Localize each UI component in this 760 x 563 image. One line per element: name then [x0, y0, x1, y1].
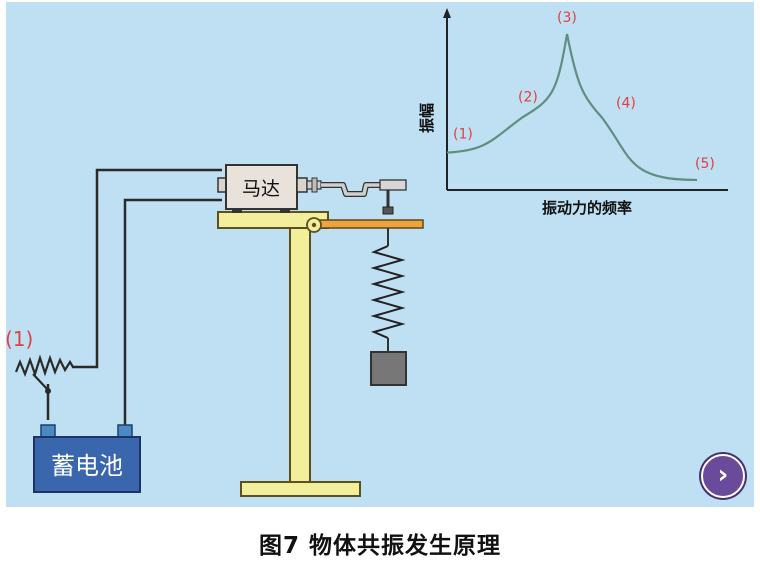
battery-terminal-left: [40, 424, 56, 438]
motor-label: 马达: [242, 178, 280, 200]
crank-mechanism: [306, 177, 407, 215]
variable-resistor: (1): [5, 327, 74, 394]
lever-pivot-pin: [311, 222, 317, 228]
y-axis-arrow: [443, 8, 451, 18]
y-axis-label: 振幅: [418, 103, 436, 133]
motor-back-cap: [217, 177, 227, 193]
figure-caption: 图7 物体共振发生原理: [258, 533, 501, 559]
stand: [217, 211, 361, 497]
curve-point-label: (4): [616, 96, 636, 112]
spring-coil: [370, 245, 406, 339]
motor-foot-left: [232, 209, 242, 213]
rod-nut: [382, 206, 394, 215]
crank-rod: [321, 183, 380, 196]
lever-arm: [306, 217, 424, 233]
circuit-wires: [46, 168, 222, 432]
hanging-mass: [370, 351, 407, 386]
curve-point-labels: (1) (2) (3) (4) (5): [453, 10, 715, 172]
motor-foot-right: [280, 209, 290, 213]
stand-post: [289, 227, 311, 483]
battery: 蓄电池: [33, 424, 141, 493]
resonance-chart: 振幅 振动力的频率 (1) (2) (3) (4) (5): [418, 8, 728, 217]
x-axis-label: 振动力的频率: [542, 199, 632, 217]
curve-point-label: (2): [518, 90, 538, 106]
next-button[interactable]: ›: [701, 454, 745, 498]
lever-bar: [314, 219, 424, 229]
wire-battery-to-motor: [123, 198, 222, 432]
curve-point-label: (3): [557, 10, 577, 26]
spring-mass: [370, 228, 407, 386]
resonance-curve: [446, 33, 698, 182]
resistor-wiper: [32, 373, 49, 391]
resistor-marker-label: (1): [5, 327, 33, 351]
resistor-pivot: [45, 388, 51, 394]
chevron-right-icon: ›: [717, 460, 729, 490]
battery-label: 蓄电池: [51, 452, 123, 480]
wire-resistor-to-motor: [72, 168, 222, 369]
battery-body: [33, 436, 141, 493]
curve-point-label: (5): [695, 156, 715, 172]
stand-base: [240, 481, 361, 497]
shaft-coupling: [311, 177, 318, 193]
motor: 马达: [217, 164, 308, 213]
curve-point-label: (1): [453, 127, 473, 143]
battery-terminal-right: [117, 424, 133, 438]
resistor-coil: [14, 354, 74, 378]
motor-front-cap: [296, 177, 308, 193]
crank-head: [379, 179, 407, 191]
